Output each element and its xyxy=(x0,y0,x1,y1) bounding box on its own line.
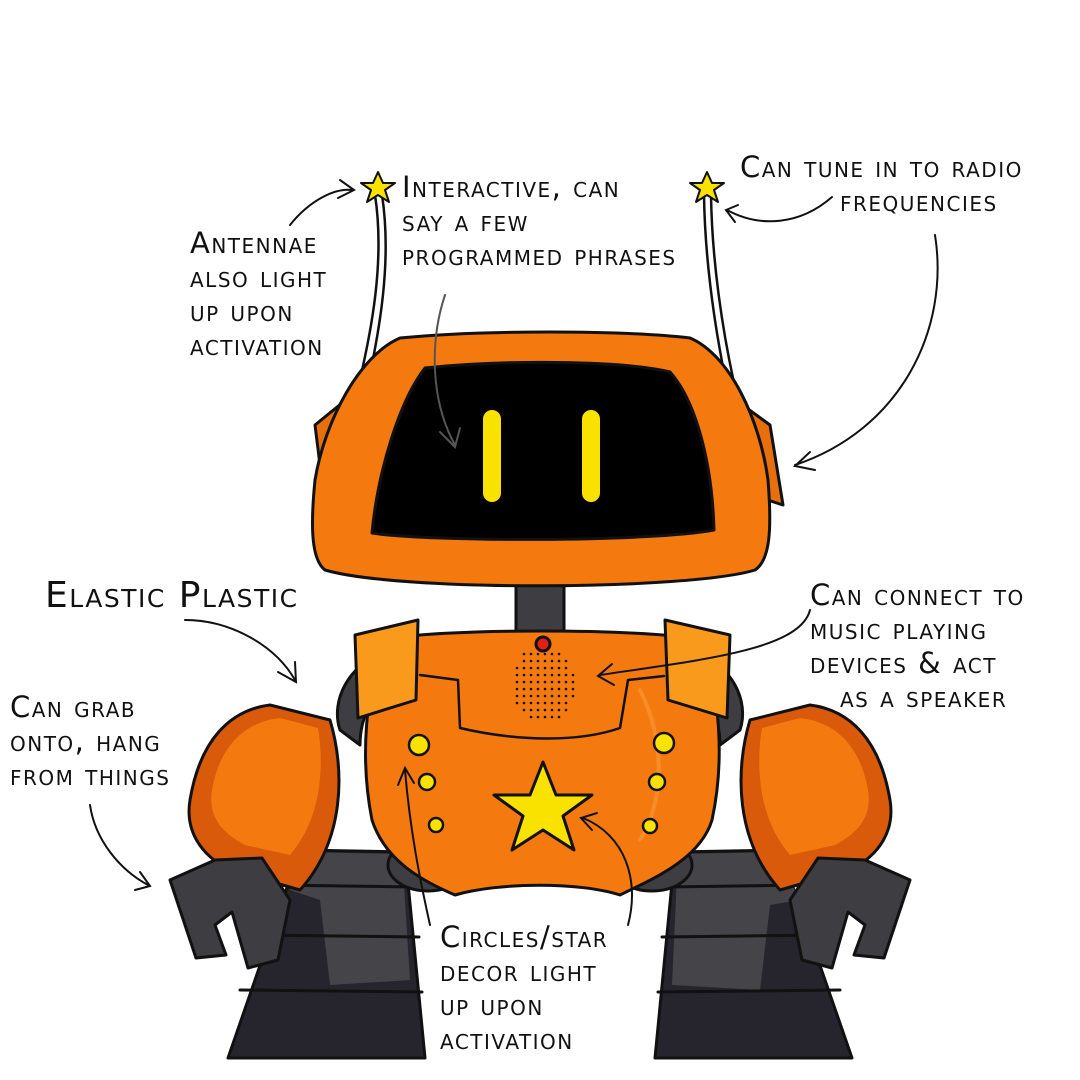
note-line: decor light xyxy=(440,954,598,988)
decor-light-note: Circles/star decor light up upon activat… xyxy=(440,920,608,1056)
note-line: onto, hang xyxy=(10,724,162,758)
left-antenna-star xyxy=(360,171,396,203)
chest-star xyxy=(492,760,594,852)
right-antenna-star xyxy=(689,171,725,203)
speaker-grille xyxy=(515,652,575,719)
face-screen xyxy=(370,360,716,541)
note-line: activation xyxy=(190,328,324,362)
interactive-note: Interactive, can say a few programmed ph… xyxy=(402,170,677,272)
elastic-plastic-note: Elastic Plastic xyxy=(45,576,299,616)
note-line: also light xyxy=(190,260,328,294)
grab-note: Can grab onto, hang from things xyxy=(10,690,170,792)
note-line: Interactive, can xyxy=(402,170,621,204)
note-line: frequencies xyxy=(840,184,998,218)
note-line: from things xyxy=(10,758,171,792)
right-eye xyxy=(582,410,600,502)
circle-lights xyxy=(407,731,676,835)
note-line: up upon xyxy=(440,988,544,1022)
note-line: activation xyxy=(440,1022,574,1056)
note-line: Circles/star xyxy=(440,920,609,954)
left-arm xyxy=(168,703,341,970)
note-line: as a speaker xyxy=(840,680,1008,714)
indicator-light xyxy=(534,635,552,653)
annotation-arrows xyxy=(89,179,939,926)
speaker-note: Can connect to music playing devices & a… xyxy=(810,578,1025,714)
note-line: Elastic Plastic xyxy=(45,575,299,616)
note-line: Antennae xyxy=(190,226,318,260)
note-line: Can tune in to radio xyxy=(740,150,1023,184)
left-eye xyxy=(483,410,501,502)
note-line: up upon xyxy=(190,294,294,328)
left-tread xyxy=(226,848,427,1060)
note-line: Can grab xyxy=(10,690,137,724)
note-line: devices & act xyxy=(810,646,997,680)
radio-note: Can tune in to radio frequencies xyxy=(740,150,1023,218)
note-line: music playing xyxy=(810,612,988,646)
note-line: say a few xyxy=(402,204,529,238)
note-line: programmed phrases xyxy=(402,238,677,272)
note-line: Can connect to xyxy=(810,578,1025,612)
antennae-light-note: Antennae also light up upon activation xyxy=(190,226,327,362)
right-arm xyxy=(739,703,912,970)
